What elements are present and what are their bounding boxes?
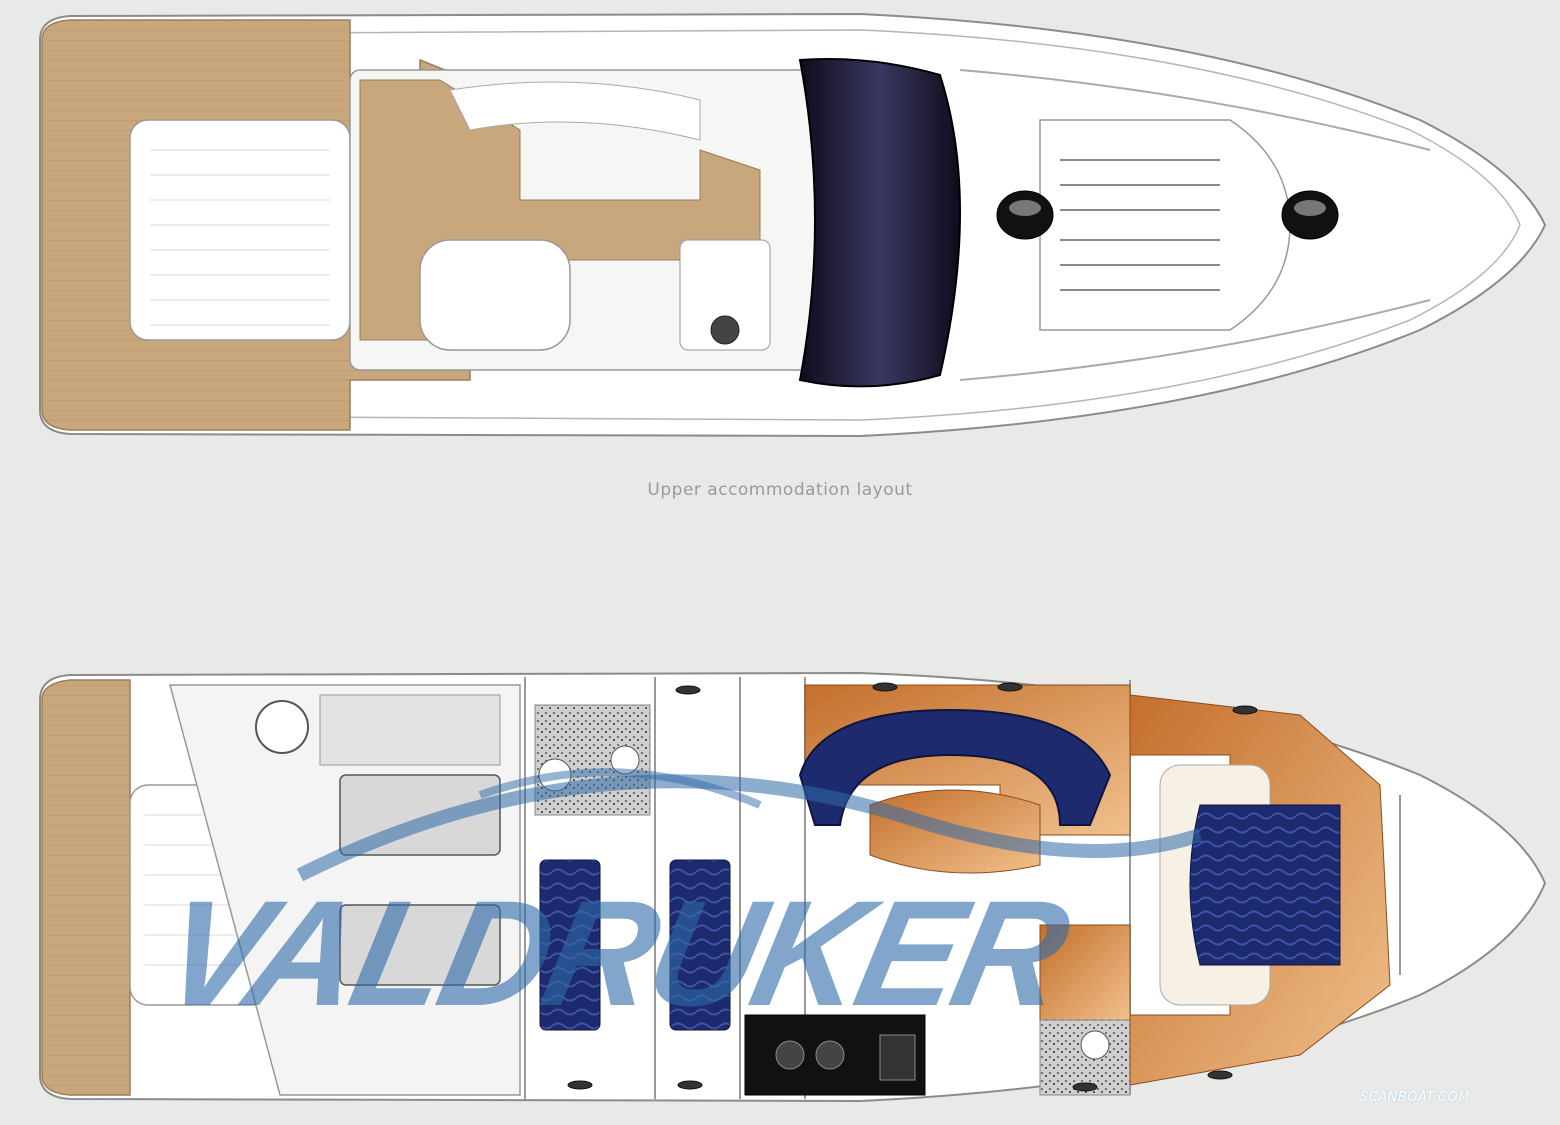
cockpit-seat-u xyxy=(449,81,701,141)
portholes xyxy=(567,682,1258,1092)
aft-berth-starboard xyxy=(669,859,731,1031)
tank-round xyxy=(255,700,309,754)
cockpit-table xyxy=(419,239,571,351)
saloon-cabinet xyxy=(1039,924,1131,1021)
fwd-berth xyxy=(1189,804,1341,966)
foredeck-sunpad xyxy=(1039,119,1291,331)
aft-sunpad xyxy=(129,119,351,341)
watermark-logo: VALDRUKER xyxy=(149,871,1082,1038)
aft-berth-port xyxy=(539,859,601,1031)
tank-rect xyxy=(319,694,501,766)
lower-accommodation-plan: VALDRUKER xyxy=(39,671,1547,1103)
helm-wheel xyxy=(710,315,740,345)
saloon-sofa xyxy=(798,708,1112,826)
upper-layout-caption: Upper accommodation layout xyxy=(647,480,913,500)
scanboat-credit: SCANBOAT.COM xyxy=(1359,1090,1470,1105)
helm-console xyxy=(679,239,771,351)
engine-starboard xyxy=(339,904,501,986)
windscreen xyxy=(798,58,961,388)
upper-deck-plan xyxy=(39,12,1547,438)
upper-gunwale xyxy=(99,29,1521,421)
lower-teak-aft xyxy=(41,679,131,1096)
